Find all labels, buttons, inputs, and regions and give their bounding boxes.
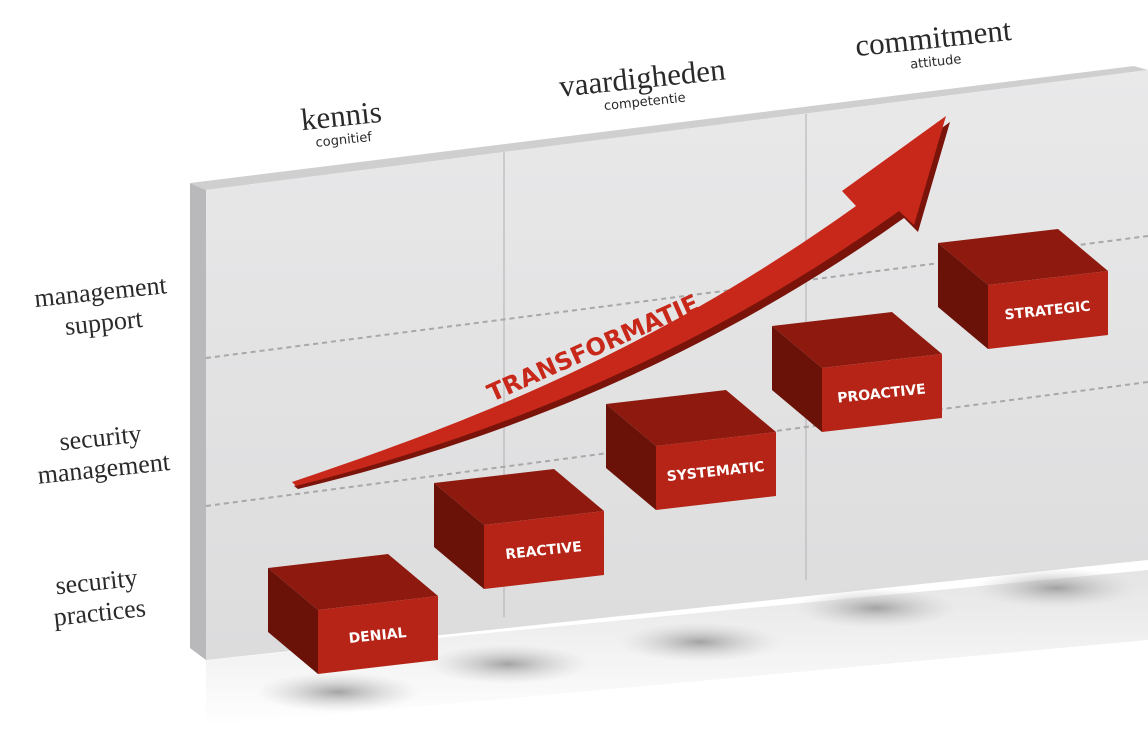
block-top bbox=[772, 312, 942, 368]
block-shadow bbox=[426, 644, 590, 684]
block-shadow bbox=[618, 622, 782, 662]
block-side bbox=[938, 243, 988, 349]
block-side bbox=[268, 568, 318, 674]
block-side bbox=[606, 404, 656, 510]
stage-block-systematic: SYSTEMATIC bbox=[606, 390, 776, 510]
stage-label: DENIAL bbox=[348, 625, 407, 647]
wall-edge bbox=[190, 183, 206, 660]
block-shadow bbox=[794, 588, 958, 628]
stage-block-reactive: REACTIVE bbox=[434, 469, 604, 589]
block-front bbox=[484, 511, 604, 589]
block-front bbox=[318, 596, 438, 674]
block-shadow bbox=[256, 672, 420, 712]
stage-blocks: DENIAL REACTIVE SYSTEMATICPROACTIVESTRATEG… bbox=[268, 229, 1108, 674]
block-front bbox=[988, 271, 1108, 349]
block-top bbox=[606, 390, 776, 446]
block-top bbox=[268, 554, 438, 610]
stage-label: REACTIVE bbox=[505, 539, 583, 563]
stage-block-proactive: PROACTIVE bbox=[772, 312, 942, 432]
block-shadows bbox=[256, 568, 1138, 712]
block-shadow bbox=[974, 568, 1138, 608]
block-top bbox=[938, 229, 1108, 285]
block-side bbox=[434, 483, 484, 589]
stage-block-denial: DENIAL bbox=[268, 554, 438, 674]
block-front bbox=[656, 432, 776, 510]
block-side bbox=[772, 326, 822, 432]
stage-block-strategic: STRATEGIC bbox=[938, 229, 1108, 349]
wall-top bbox=[190, 66, 1148, 190]
block-front bbox=[822, 354, 942, 432]
block-top bbox=[434, 469, 604, 525]
